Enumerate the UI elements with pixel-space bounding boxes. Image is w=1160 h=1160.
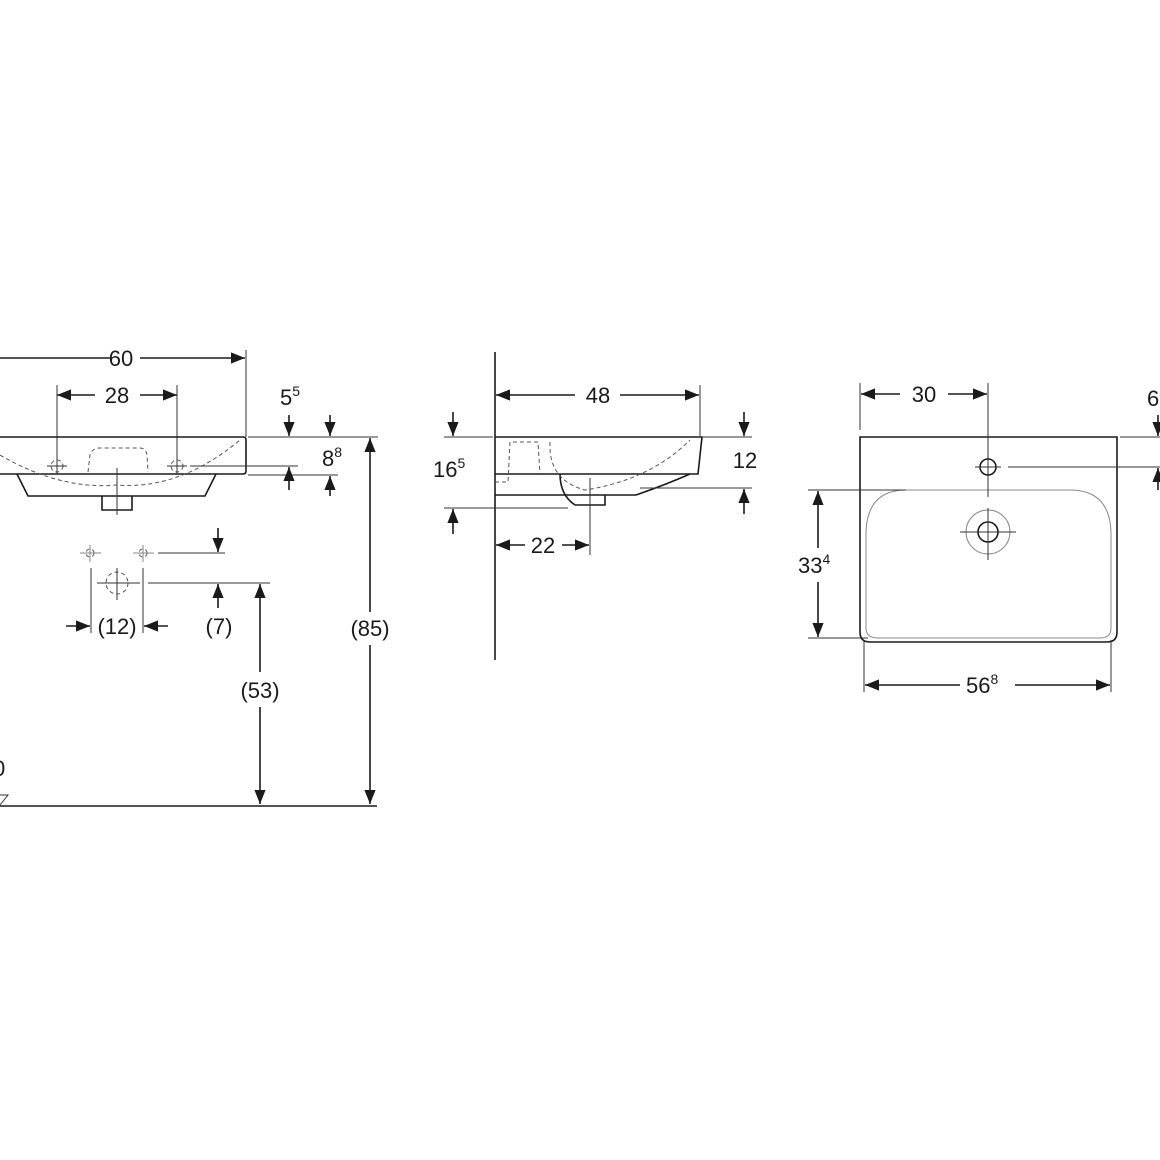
- dim-label-width: 60: [109, 346, 133, 371]
- dim-label-floor: 0: [0, 756, 5, 781]
- dim-label-depth: 48: [586, 383, 610, 408]
- dim-label-tap-depth: 55: [280, 383, 300, 410]
- dim-label-bowl-height: 12: [733, 448, 757, 473]
- hidden-overflow-side: [495, 441, 541, 483]
- dim-label-outlet-height: (53): [240, 678, 279, 703]
- dim-label-bowl-depth: 334: [798, 551, 830, 578]
- dim-label-rim-height: 88: [322, 444, 342, 471]
- front-view: 60 28 55 88 (85) (53) (7) (12) 0: [0, 346, 390, 807]
- dim-label-bowl-width: 568: [966, 671, 998, 698]
- outlet-crosshair-icon: [80, 545, 101, 562]
- basin-rim-side: [495, 436, 703, 475]
- drain-icon: [960, 508, 1016, 560]
- side-view: 48 165 12 22: [433, 352, 757, 660]
- basin-rim: [0, 436, 247, 475]
- dim-label-overall-height: 165: [433, 455, 465, 482]
- basin-bottom-side: [495, 473, 691, 496]
- tap-hole-icon: [167, 458, 187, 474]
- dim-label-outlet-spacing: (12): [97, 614, 136, 639]
- dim-label-tap-spacing: 28: [105, 383, 129, 408]
- tap-hole-icon: [47, 458, 67, 474]
- floor-level-icon: [0, 794, 10, 806]
- waste-outlet-icon: [97, 568, 140, 600]
- dim-label-tap-from-back: 6: [1147, 386, 1159, 411]
- top-view: 30 6 334 568: [798, 382, 1160, 698]
- dim-label-tap-position: 30: [912, 382, 936, 407]
- dim-label-drain-distance: 22: [531, 533, 555, 558]
- bowl-outline-top: [865, 489, 1112, 639]
- dim-label-outlet-offset: (7): [206, 614, 233, 639]
- hidden-overflow: [87, 447, 149, 473]
- basin-outline-top: [859, 436, 1118, 643]
- dim-label-total-height: (85): [350, 616, 389, 641]
- tap-hole-icon: [975, 458, 1001, 476]
- hidden-bowl-line: [0, 439, 241, 487]
- hidden-bowl-side: [549, 439, 691, 491]
- outlet-crosshair-icon: [133, 545, 154, 562]
- drain-side: [559, 473, 606, 506]
